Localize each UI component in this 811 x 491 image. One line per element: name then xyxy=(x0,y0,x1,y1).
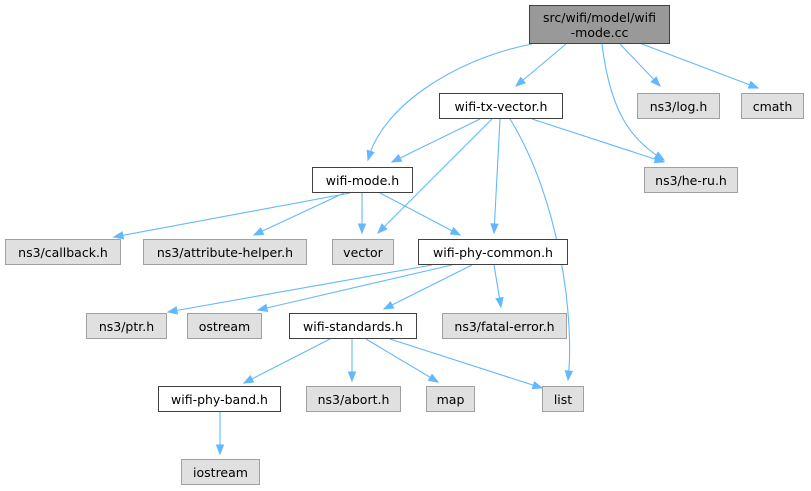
arrowhead-wifi-phy-common-to-fatal-error xyxy=(495,296,504,309)
arrowhead-wifi-phy-common-to-wifi-standards xyxy=(382,300,395,310)
edge-wifi-mode-to-callback xyxy=(113,192,351,238)
node-map-label: map xyxy=(436,391,465,407)
node-list-label: list xyxy=(553,391,573,407)
arrowhead-wifi-mode-to-wifi-phy-common xyxy=(449,226,462,236)
node-wifi-standards-label: wifi-standards.h xyxy=(303,318,403,334)
node-ns3-fatal-error: ns3/fatal-error.h xyxy=(442,313,567,339)
arrowhead-root-to-log xyxy=(650,76,661,87)
arrowhead-root-to-wifi-mode xyxy=(366,149,375,162)
node-map: map xyxy=(426,386,475,412)
arrowhead-wifi-phy-common-to-ostream xyxy=(256,303,269,312)
node-vector: vector xyxy=(332,239,394,265)
node-wifi-tx-vector-label: wifi-tx-vector.h xyxy=(454,98,548,114)
node-ostream: ostream xyxy=(187,313,262,339)
node-iostream-label: iostream xyxy=(193,464,248,480)
arrowhead-wifi-tx-vector-to-vector xyxy=(377,223,388,234)
edge-wifi-standards-to-map xyxy=(365,338,439,383)
node-wifi-phy-common[interactable]: wifi-phy-common.h xyxy=(418,239,568,265)
edge-root-to-wifi-mode xyxy=(367,43,533,161)
arrowhead-wifi-mode-to-vector xyxy=(357,223,367,235)
node-ns3-callback: ns3/callback.h xyxy=(5,239,121,265)
arrowhead-wifi-standards-to-wifi-phy-band xyxy=(242,374,255,384)
arrowhead-wifi-standards-to-abort xyxy=(347,371,357,383)
edge-wifi-phy-common-to-wifi-standards xyxy=(383,264,473,310)
node-ns3-abort-label: ns3/abort.h xyxy=(317,391,390,407)
edge-wifi-standards-to-wifi-phy-band xyxy=(243,338,331,384)
arrowhead-wifi-phy-band-to-iostream xyxy=(215,444,225,456)
node-ostream-label: ostream xyxy=(198,318,251,334)
node-cmath: cmath xyxy=(741,93,804,119)
node-wifi-tx-vector[interactable]: wifi-tx-vector.h xyxy=(439,93,563,119)
edge-root-to-log xyxy=(619,43,661,87)
node-ns3-he-ru: ns3/he-ru.h xyxy=(644,167,738,193)
arrowhead-wifi-standards-to-map xyxy=(427,373,440,383)
node-ns3-callback-label: ns3/callback.h xyxy=(18,244,108,260)
node-ns3-ptr: ns3/ptr.h xyxy=(86,313,167,339)
node-root-file[interactable]: src/wifi/model/wifi -mode.cc xyxy=(529,5,670,44)
node-ns3-he-ru-label: ns3/he-ru.h xyxy=(655,172,727,188)
edge-root-to-he-ru xyxy=(601,43,665,161)
edge-wifi-standards-to-list xyxy=(389,338,543,389)
arrowhead-root-to-cmath xyxy=(747,80,760,89)
arrowhead-wifi-mode-to-attribute-helper xyxy=(252,227,265,236)
node-vector-label: vector xyxy=(343,244,383,260)
arrowhead-wifi-mode-to-callback xyxy=(112,231,125,240)
node-wifi-mode-label: wifi-mode.h xyxy=(325,172,400,188)
edge-wifi-mode-to-attribute-helper xyxy=(253,192,345,236)
node-wifi-phy-common-label: wifi-phy-common.h xyxy=(433,244,553,260)
node-wifi-standards[interactable]: wifi-standards.h xyxy=(289,313,417,339)
node-ns3-log-label: ns3/log.h xyxy=(649,98,708,114)
arrowhead-root-to-wifi-tx-vector xyxy=(514,76,526,87)
edge-wifi-tx-vector-to-wifi-phy-common xyxy=(493,118,501,234)
arrowhead-wifi-tx-vector-to-he-ru xyxy=(653,155,666,164)
arrowhead-wifi-tx-vector-to-wifi-phy-common xyxy=(490,223,499,235)
edge-wifi-tx-vector-to-wifi-mode xyxy=(391,118,481,163)
edge-root-to-wifi-tx-vector xyxy=(515,43,567,87)
arrowhead-wifi-tx-vector-to-list xyxy=(564,370,574,382)
node-wifi-phy-band-label: wifi-phy-band.h xyxy=(171,391,268,407)
node-ns3-ptr-label: ns3/ptr.h xyxy=(98,318,155,334)
node-ns3-attribute-helper-label: ns3/attribute-helper.h xyxy=(156,244,294,260)
edge-wifi-mode-to-wifi-phy-common xyxy=(379,192,461,236)
node-ns3-log: ns3/log.h xyxy=(637,93,720,119)
arrowhead-wifi-phy-common-to-ptr xyxy=(166,306,179,315)
node-ns3-fatal-error-label: ns3/fatal-error.h xyxy=(454,318,555,334)
arrowhead-wifi-tx-vector-to-wifi-mode xyxy=(390,154,403,163)
edge-wifi-phy-common-to-ostream xyxy=(257,264,453,311)
edge-wifi-tx-vector-to-he-ru xyxy=(531,118,665,163)
node-list: list xyxy=(542,386,584,412)
edge-wifi-tx-vector-to-vector xyxy=(377,118,493,234)
arrowhead-wifi-standards-to-list xyxy=(531,381,544,390)
node-root-file-line2: -mode.cc xyxy=(570,24,629,40)
node-ns3-attribute-helper: ns3/attribute-helper.h xyxy=(143,239,307,265)
node-wifi-phy-band[interactable]: wifi-phy-band.h xyxy=(158,386,281,412)
node-ns3-abort: ns3/abort.h xyxy=(306,386,401,412)
node-iostream: iostream xyxy=(181,459,260,485)
edge-wifi-phy-common-to-ptr xyxy=(167,264,433,313)
node-wifi-mode[interactable]: wifi-mode.h xyxy=(312,167,413,193)
edge-root-to-cmath xyxy=(641,43,759,89)
node-root-file-line1: src/wifi/model/wifi xyxy=(543,9,656,25)
node-cmath-label: cmath xyxy=(752,98,793,114)
